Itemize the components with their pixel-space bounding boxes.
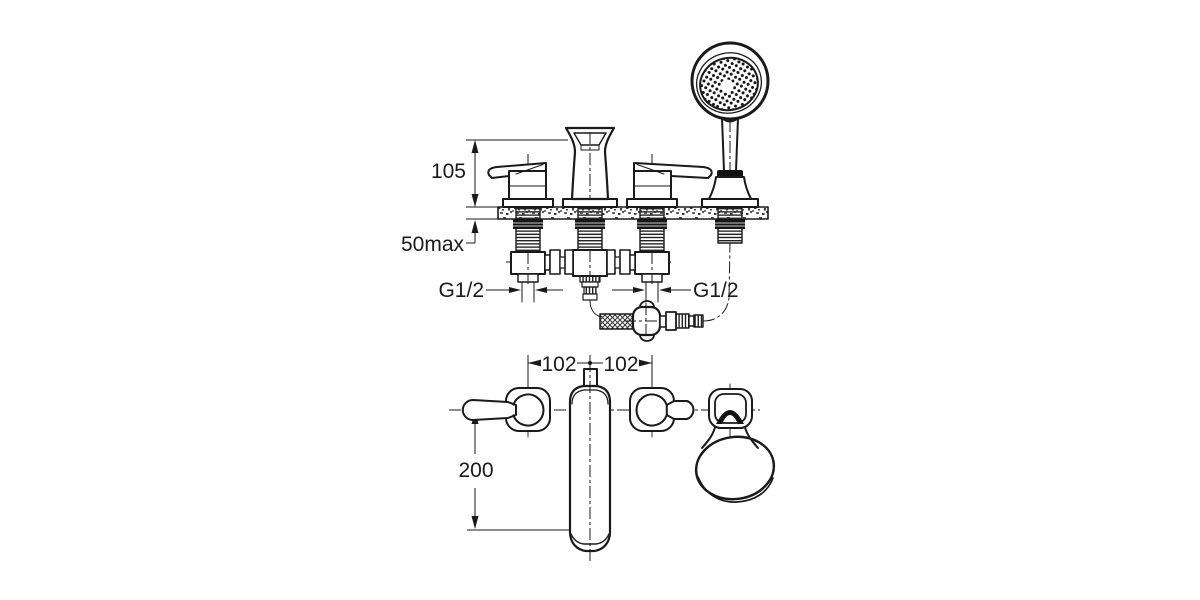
- dim-label-102-left: 102: [541, 353, 576, 376]
- mounting-nuts: [513, 219, 745, 229]
- handle-left-front: [487, 162, 554, 208]
- dim-label-105: 105: [431, 160, 466, 183]
- dim-label-g12-left: G1/2: [438, 279, 484, 302]
- hand-shower-front: [690, 41, 770, 208]
- dim-label-200: 200: [458, 459, 493, 482]
- handle-right-front: [626, 162, 713, 208]
- shower-hose: [599, 242, 731, 342]
- dim-handle-spacing: 102 102: [527, 353, 653, 386]
- dim-label-102-right: 102: [603, 353, 638, 376]
- handle-right-plan: [629, 382, 695, 438]
- spout-plan: [568, 360, 612, 562]
- dim-inlet-left: G1/2: [438, 279, 563, 302]
- dim-label-g12-right: G1/2: [693, 279, 739, 302]
- handle-left-plan: [461, 382, 551, 438]
- dim-deck-thickness: 50max: [401, 220, 479, 256]
- dim-inlet-right: G1/2: [612, 279, 739, 302]
- front-view: 105 50max G1/2 G1/2: [401, 41, 770, 342]
- plan-view: 102 102 200: [449, 353, 776, 562]
- dim-label-50max: 50max: [401, 233, 465, 256]
- dim-spout-height: 105: [431, 139, 568, 220]
- spout-front: [562, 126, 618, 208]
- hand-shower-plan: [694, 383, 776, 503]
